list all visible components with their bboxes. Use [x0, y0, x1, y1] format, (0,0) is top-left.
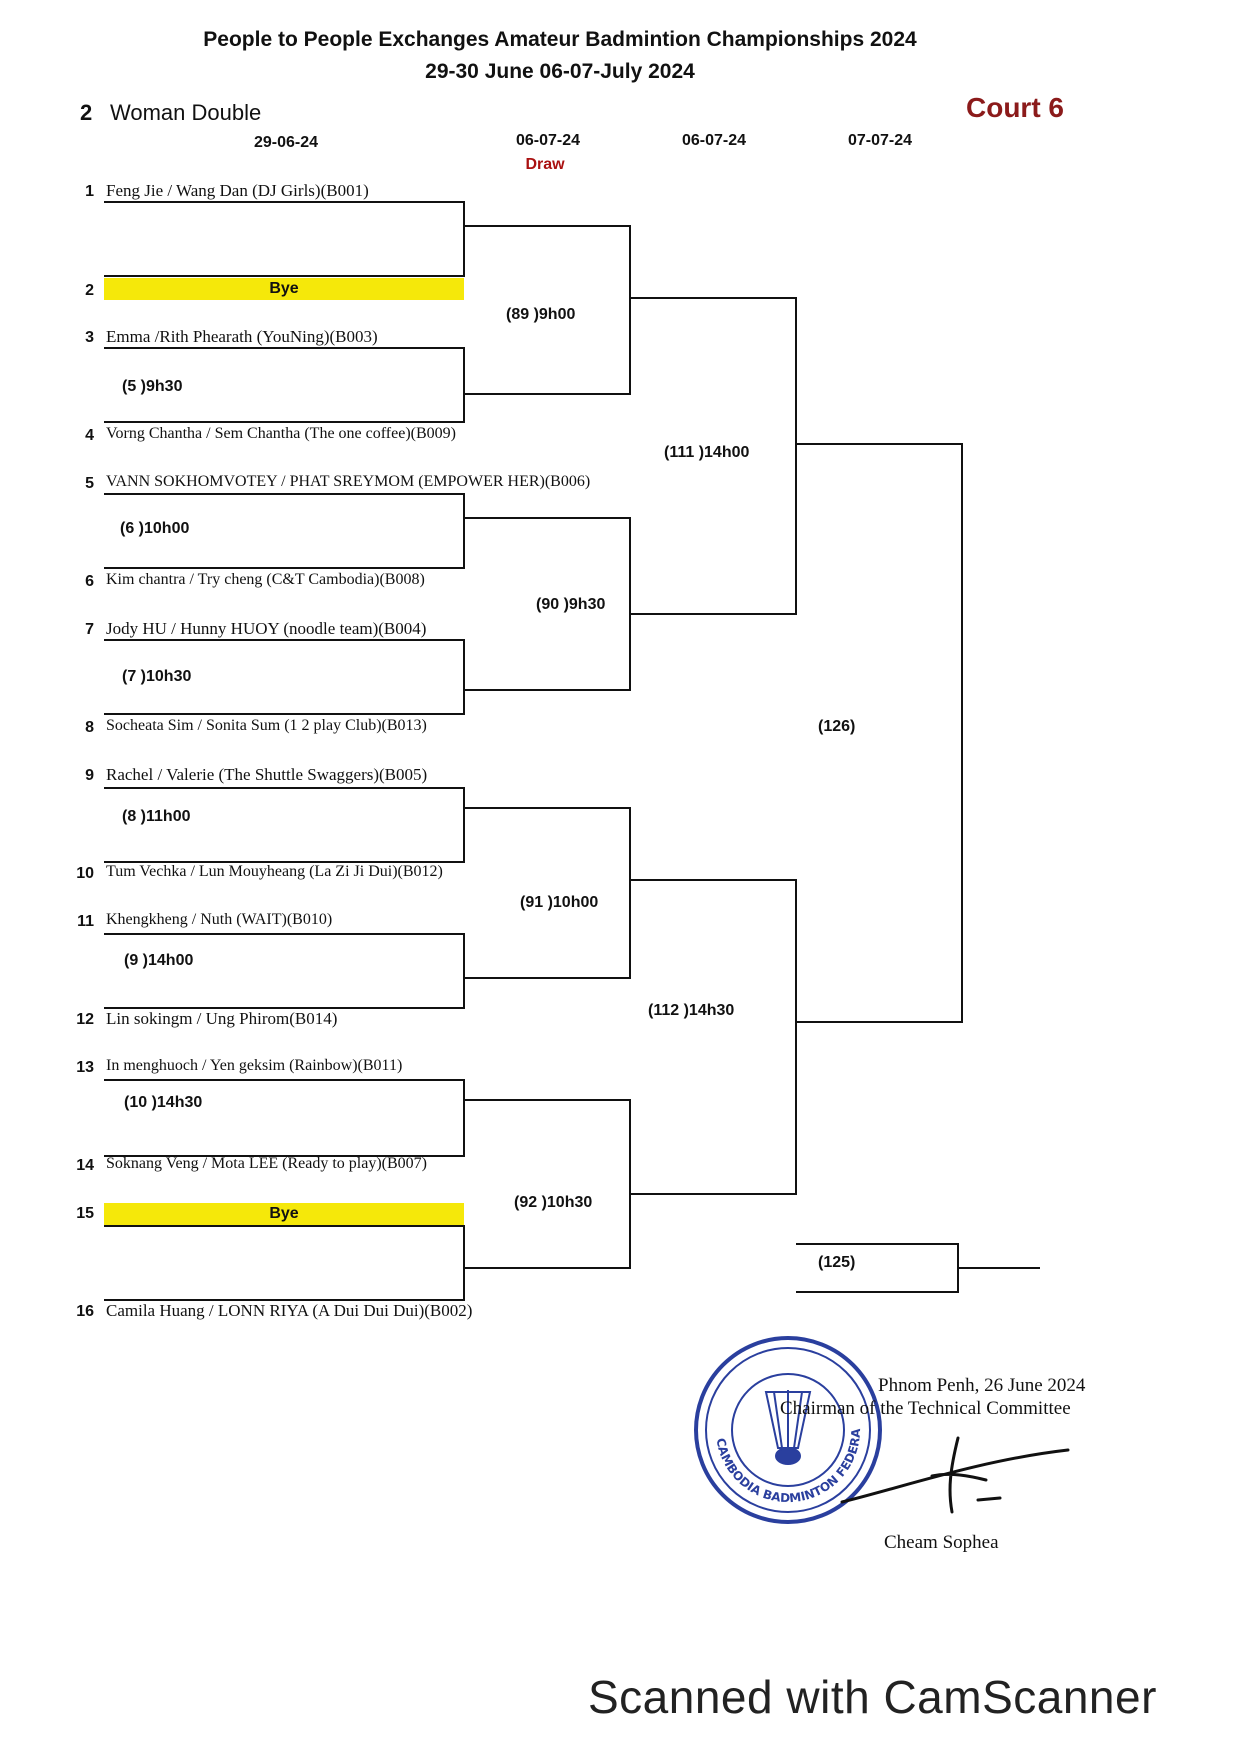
seed-number: 2 — [85, 282, 94, 299]
third-place-match-label: (125) — [818, 1254, 856, 1271]
r1-bracket-11-12 — [104, 933, 465, 1009]
r2-bracket-91 — [464, 807, 631, 979]
seed-number: 4 — [85, 427, 94, 444]
r1-bracket-5-6 — [104, 493, 465, 569]
court-label: Court 6 — [966, 92, 1064, 123]
seed-number: 11 — [77, 913, 94, 930]
page-subtitle: 29-30 June 06-07-July 2024 — [425, 60, 695, 83]
r2-bracket-89 — [464, 225, 631, 395]
seed-number: 15 — [76, 1205, 94, 1222]
round-date-2: 06-07-24 — [515, 132, 581, 149]
seed-number: 13 — [76, 1059, 94, 1076]
player-pair: Camila Huang / LONN RIYA (A Dui Dui Dui)… — [106, 1301, 473, 1320]
bye-slot: Bye — [104, 278, 464, 300]
match-label: (5 )9h30 — [122, 378, 183, 395]
player-pair: Socheata Sim / Sonita Sum (1 2 play Club… — [106, 717, 427, 734]
bye-slot: Bye — [104, 1203, 464, 1225]
seed-number: 5 — [85, 475, 94, 492]
shuttlecock-icon — [764, 1390, 812, 1465]
seed-number: 8 — [85, 719, 94, 736]
r1-bracket-9-10 — [104, 787, 465, 863]
committee-role: Chairman of the Technical Committee — [780, 1398, 1071, 1419]
player-pair: Jody HU / Hunny HUOY (noodle team)(B004) — [106, 619, 427, 638]
r1-bracket-3-4 — [104, 347, 465, 423]
page-title: People to People Exchanges Amateur Badmi… — [203, 28, 917, 51]
match-label: (92 )10h30 — [514, 1194, 593, 1211]
final-bracket-126 — [796, 443, 963, 1023]
event-name: Woman Double — [110, 100, 262, 125]
round-date-4: 07-07-24 — [847, 132, 913, 149]
r1-bracket-15-16 — [104, 1225, 465, 1301]
player-pair: Kim chantra / Try cheng (C&T Cambodia)(B… — [106, 571, 425, 588]
seed-number: 14 — [76, 1157, 94, 1174]
r1-bracket-13-14 — [104, 1079, 465, 1157]
player-pair: Rachel / Valerie (The Shuttle Swaggers)(… — [106, 765, 428, 784]
seed-number: 12 — [76, 1011, 94, 1028]
match-label: (89 )9h00 — [506, 306, 576, 323]
seed-number: 1 — [85, 183, 94, 200]
match-label: (6 )10h00 — [120, 520, 190, 537]
event-number: 2 — [80, 100, 93, 125]
signer-name: Cheam Sophea — [884, 1532, 999, 1553]
draw-label: Draw — [525, 156, 565, 173]
place-date: Phnom Penh, 26 June 2024 — [878, 1375, 1086, 1396]
r1-bracket-7-8 — [104, 639, 465, 715]
camscanner-watermark: Scanned with CamScanner — [588, 1671, 1157, 1723]
seed-number: 10 — [76, 865, 94, 882]
match-label: (7 )10h30 — [122, 668, 192, 685]
player-pair: Lin sokingm / Ung Phirom(B014) — [106, 1009, 338, 1028]
r2-bracket-90 — [464, 517, 631, 691]
player-pair: Khengkheng / Nuth (WAIT)(B010) — [106, 911, 333, 928]
player-pair: VANN SOKHOMVOTEY / PHAT SREYMOM (EMPOWER… — [106, 473, 591, 490]
federation-seal: CAMBODIA BADMINTON FEDERATION — [688, 1330, 882, 1524]
seed-number: 7 — [85, 621, 94, 638]
match-label: (111 )14h00 — [664, 444, 750, 461]
seed-number: 16 — [76, 1303, 94, 1320]
match-label: (8 )11h00 — [122, 808, 191, 825]
seed-number: 6 — [85, 573, 94, 590]
match-label: (91 )10h00 — [520, 894, 599, 911]
r3-bracket-112 — [630, 879, 797, 1195]
match-label: (112 )14h30 — [648, 1002, 735, 1019]
r1-bracket-1-2 — [104, 201, 465, 277]
player-pair: In menghuoch / Yen geksim (Rainbow)(B011… — [106, 1057, 403, 1074]
player-pair: Soknang Veng / Mota LEE (Ready to play)(… — [106, 1155, 427, 1172]
match-label: (10 )14h30 — [124, 1094, 203, 1111]
player-pair: Feng Jie / Wang Dan (DJ Girls)(B001) — [106, 181, 369, 200]
r3-bracket-111 — [630, 297, 797, 615]
round-date-1: 29-06-24 — [253, 134, 319, 151]
match-label: (9 )14h00 — [124, 952, 194, 969]
final-match-label: (126) — [818, 718, 856, 735]
handwritten-signature — [840, 1436, 1070, 1514]
player-pair: Vorng Chantha / Sem Chantha (The one cof… — [106, 425, 456, 442]
seed-number: 3 — [85, 329, 94, 346]
match-label: (90 )9h30 — [536, 596, 606, 613]
seed-number: 9 — [85, 767, 94, 784]
player-pair: Emma /Rith Phearath (YouNing)(B003) — [106, 327, 378, 346]
r2-bracket-92 — [464, 1099, 631, 1269]
player-pair: Tum Vechka / Lun Mouyheang (La Zi Ji Dui… — [106, 863, 443, 880]
round-date-3: 06-07-24 — [681, 132, 747, 149]
